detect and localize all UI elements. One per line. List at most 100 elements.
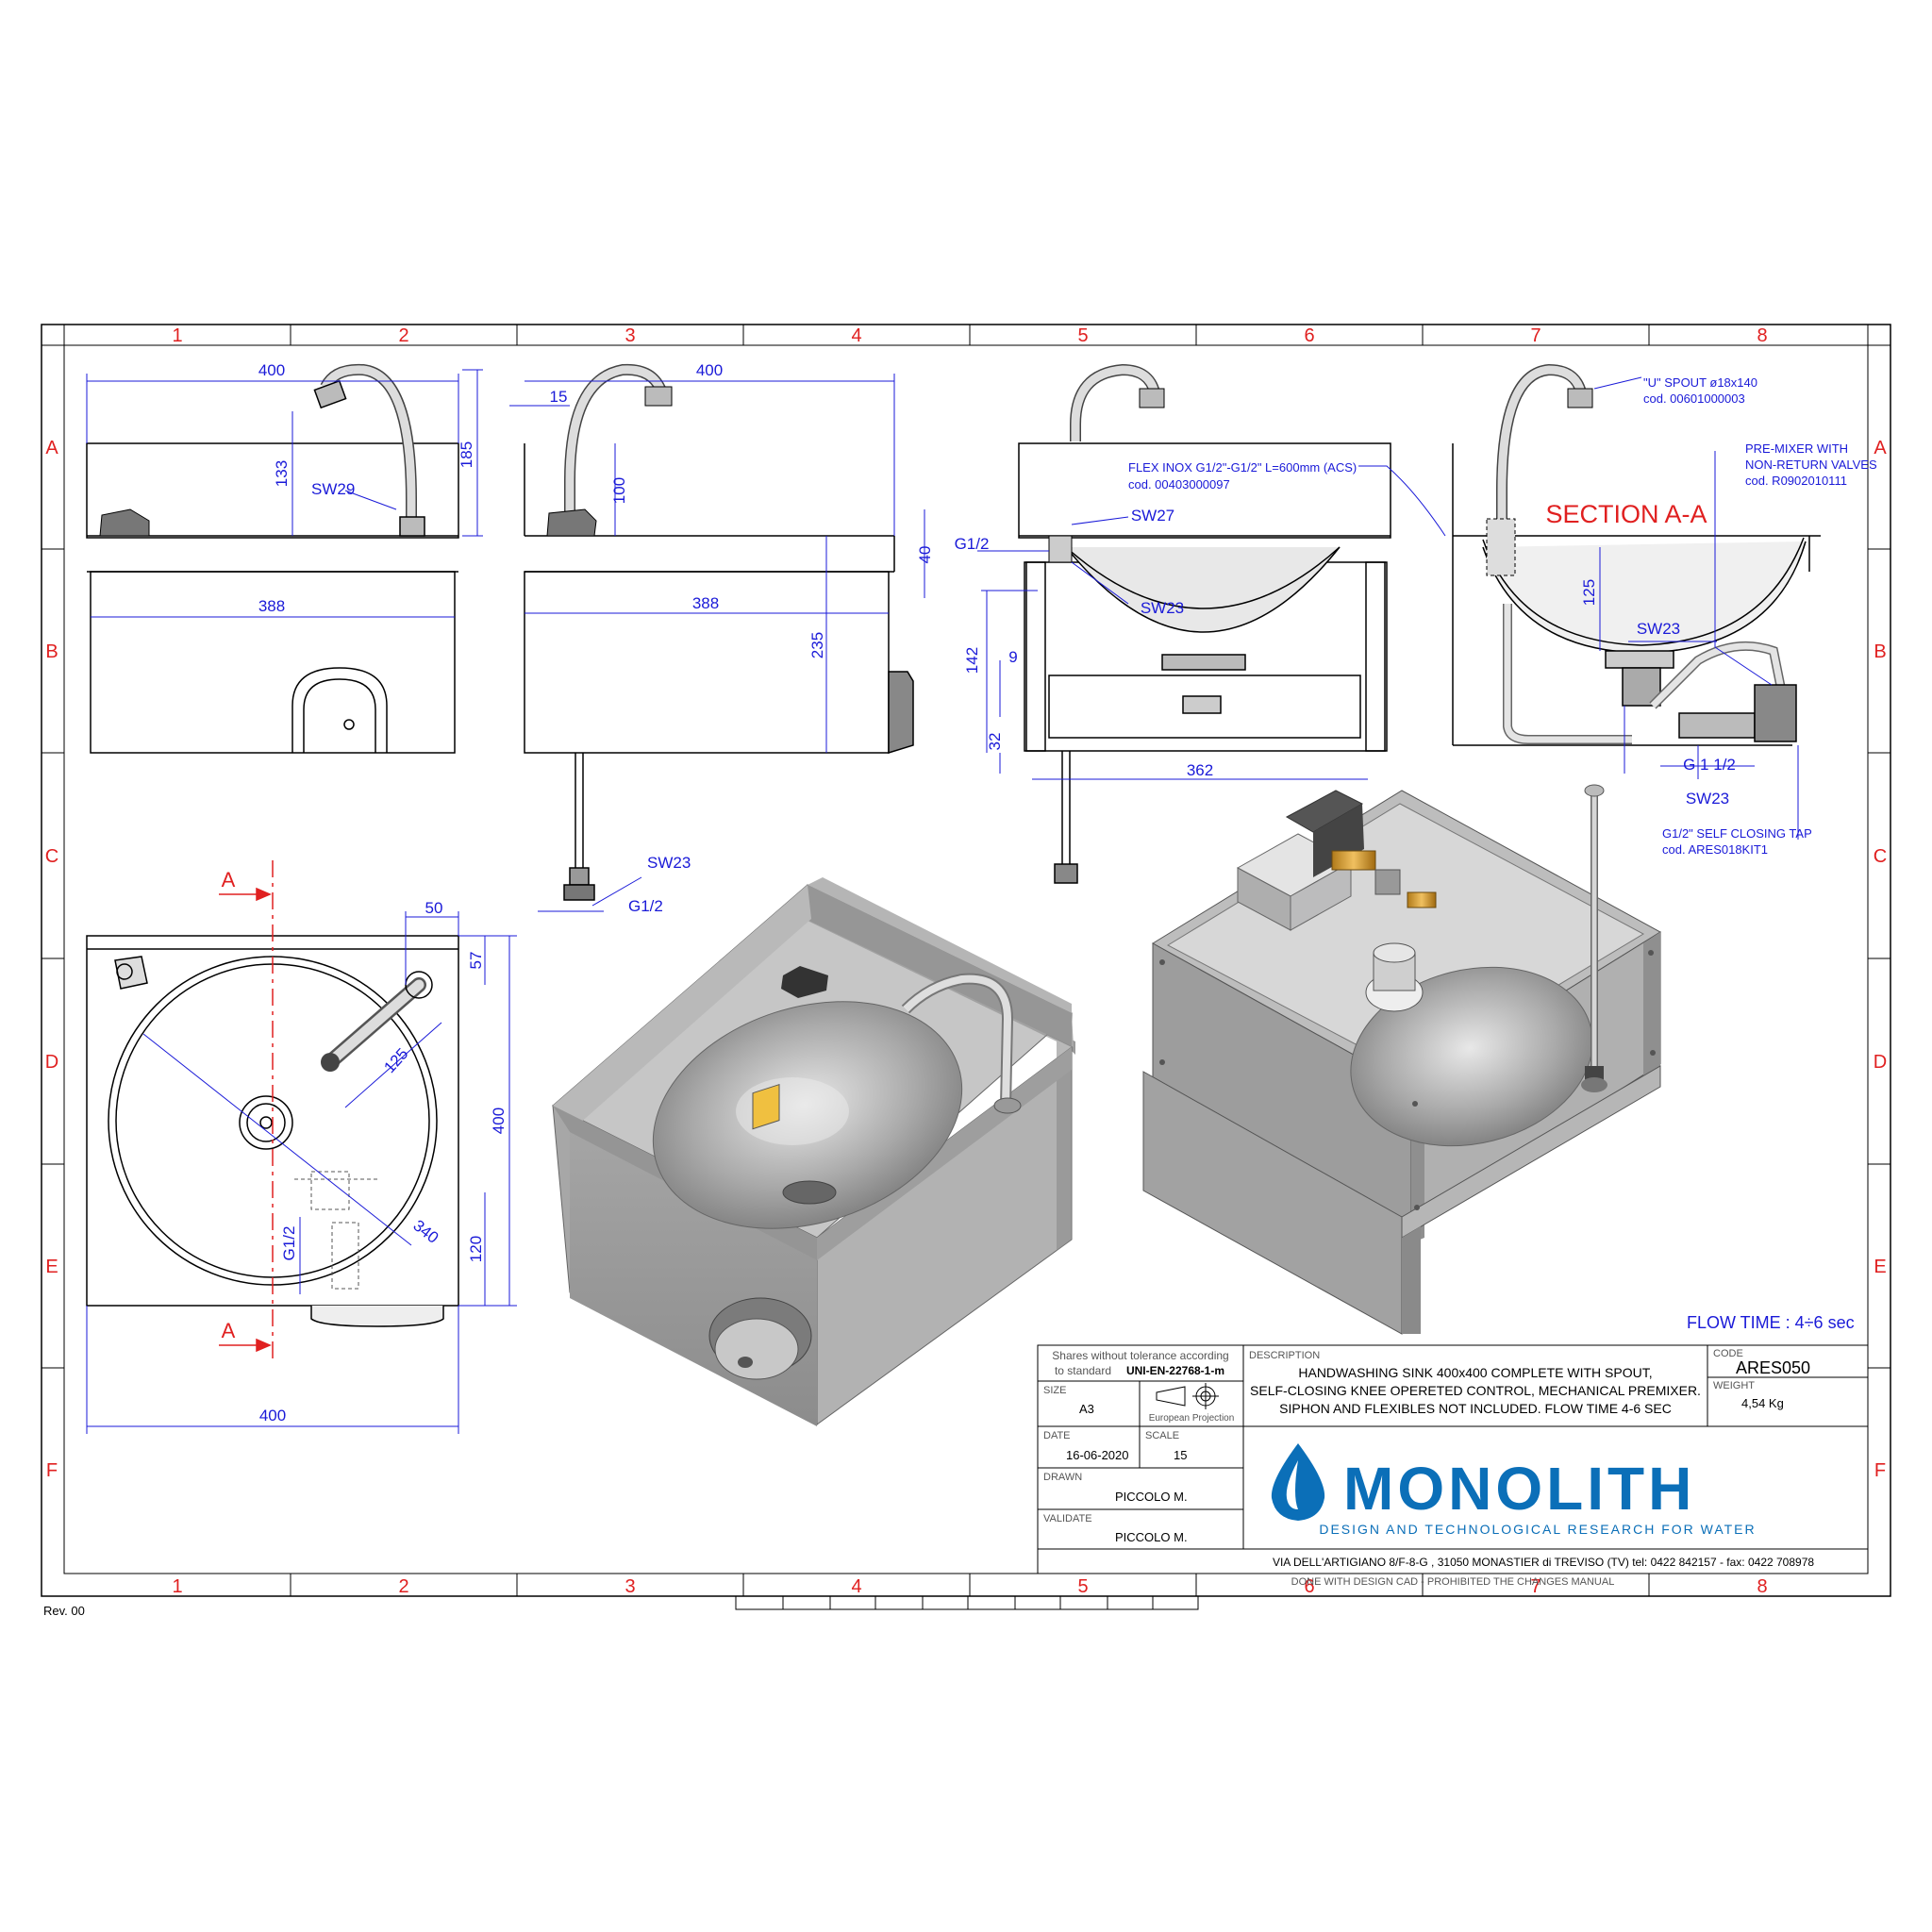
grid-col-7: 7 xyxy=(1530,325,1541,346)
section-sw23-bottom: SW23 xyxy=(1686,790,1729,808)
section-g112: G 1 1/2 xyxy=(1683,756,1736,774)
rear-g12: G1/2 xyxy=(955,535,990,553)
grid-row-b: B xyxy=(45,641,58,662)
tap-note-line1: G1/2" SELF CLOSING TAP xyxy=(1662,826,1812,841)
date-value: 16-06-2020 xyxy=(1066,1448,1129,1462)
spout-note-line2: cod. 00601000003 xyxy=(1643,391,1745,406)
rear-dim-142: 142 xyxy=(963,647,981,674)
rear-spout xyxy=(1048,363,1165,563)
grid-col-3-bottom: 3 xyxy=(625,1576,635,1597)
tolerance-standard: UNI-EN-22768-1-m xyxy=(1126,1364,1224,1377)
title-block-text: Shares without tolerance according to st… xyxy=(1043,1348,1814,1588)
spout-note-line1: "U" SPOUT ø18x140 xyxy=(1643,375,1757,390)
grid-col-5: 5 xyxy=(1077,325,1088,346)
rear-view: G1/2 SW27 SW23 142 9 32 362 FLEX INOX G1… xyxy=(955,363,1446,884)
code-value: ARES050 xyxy=(1736,1358,1810,1377)
scale-value: 15 xyxy=(1174,1448,1187,1462)
grid-labels-bottom: 1 2 3 4 5 6 7 8 xyxy=(172,1576,1767,1597)
grid-row-c: C xyxy=(45,846,58,867)
weight-label: WEIGHT xyxy=(1713,1380,1755,1391)
description-line3: SIPHON AND FLEXIBLES NOT INCLUDED. FLOW … xyxy=(1279,1401,1672,1416)
brand-name: MONOLITH xyxy=(1343,1455,1695,1523)
grid-row-f-right: F xyxy=(1874,1460,1886,1481)
grid-col-4: 4 xyxy=(851,325,861,346)
section-mark-bottom: A xyxy=(222,1319,236,1342)
grid-row-a-right: A xyxy=(1874,438,1887,458)
grid-col-6: 6 xyxy=(1304,325,1314,346)
top-dimension-lines xyxy=(86,911,517,1434)
top-dim-340: 340 xyxy=(409,1216,441,1246)
top-g12: G1/2 xyxy=(280,1226,298,1261)
top-dim-50: 50 xyxy=(425,899,443,917)
grid-col-7-bottom: 7 xyxy=(1530,1576,1541,1597)
grid-column-dividers xyxy=(290,325,1650,1596)
section-title: SECTION A-A xyxy=(1545,500,1707,528)
grid-col-4-bottom: 4 xyxy=(851,1576,861,1597)
flex-note-line2: cod. 00403000097 xyxy=(1128,477,1230,491)
front-dim-133: 133 xyxy=(273,460,291,487)
top-dim-400-vertical: 400 xyxy=(490,1108,508,1134)
section-cut-line xyxy=(219,860,274,1358)
grid-row-dividers xyxy=(42,344,1890,1369)
front-sw29: SW29 xyxy=(311,480,355,498)
grid-col-8-bottom: 8 xyxy=(1757,1576,1767,1597)
grid-row-d-right: D xyxy=(1874,1052,1887,1073)
grid-col-5-bottom: 5 xyxy=(1077,1576,1088,1597)
section-dim-125: 125 xyxy=(1580,579,1598,606)
side-view: 400 15 100 40 388 235 SW23 G1/2 xyxy=(509,361,934,915)
top-hidden-piping xyxy=(294,1171,377,1290)
top-spout xyxy=(321,971,433,1072)
description-line1: HANDWASHING SINK 400x400 COMPLETE WITH S… xyxy=(1298,1365,1652,1380)
rear-dim-9: 9 xyxy=(1008,648,1017,666)
grid-row-d: D xyxy=(45,1052,58,1073)
top-dim-57: 57 xyxy=(467,952,485,970)
front-dim-width: 400 xyxy=(258,361,285,379)
grid-row-b-right: B xyxy=(1874,641,1886,662)
front-view: 400 185 133 SW29 388 xyxy=(86,361,483,754)
flex-note-line1: FLEX INOX G1/2"-G1/2" L=600mm (ACS) xyxy=(1128,460,1357,475)
grid-labels-right: A B C D E F xyxy=(1874,438,1888,1481)
grid-col-6-bottom: 6 xyxy=(1304,1576,1314,1597)
rear-sw23: SW23 xyxy=(1141,599,1184,617)
rear-sw27: SW27 xyxy=(1131,507,1174,525)
revision-label: Rev. 00 xyxy=(43,1604,85,1618)
section-view: SECTION A-A 125 SW23 G 1 1/2 SW23 "U" SP… xyxy=(1452,363,1877,857)
grid-col-8: 8 xyxy=(1757,325,1767,346)
grid-col-1: 1 xyxy=(172,325,182,346)
front-dim-388: 388 xyxy=(258,597,285,615)
front-dimension-lines xyxy=(86,369,483,618)
description-line2: SELF-CLOSING KNEE OPERETED CONTROL, MECH… xyxy=(1250,1383,1701,1398)
drawn-value: PICCOLO M. xyxy=(1115,1490,1188,1504)
tolerance-line1: Shares without tolerance according xyxy=(1052,1349,1228,1362)
drawn-label: DRAWN xyxy=(1043,1472,1082,1483)
rear-dim-362: 362 xyxy=(1187,761,1213,779)
tap-note-line2: cod. ARES018KIT1 xyxy=(1662,842,1768,857)
grid-labels-top: 1 2 3 4 5 6 7 8 xyxy=(172,325,1767,346)
grid-row-c-right: C xyxy=(1874,846,1887,867)
projection-label: European Projection xyxy=(1149,1413,1235,1424)
size-value: A3 xyxy=(1079,1402,1094,1416)
premixer-note-line1: PRE-MIXER WITH xyxy=(1745,441,1848,456)
section-spout xyxy=(1486,363,1593,576)
premixer-note-line3: cod. R0902010111 xyxy=(1745,474,1847,488)
side-dim-235: 235 xyxy=(808,632,826,658)
side-dim-15: 15 xyxy=(550,388,568,406)
tolerance-line2: to standard xyxy=(1055,1364,1111,1377)
grid-col-2-bottom: 2 xyxy=(398,1576,408,1597)
side-spout xyxy=(546,363,673,537)
isometric-sink-view xyxy=(552,877,1075,1426)
validate-label: VALIDATE xyxy=(1043,1513,1092,1524)
revision-table xyxy=(735,1595,1199,1610)
front-spout xyxy=(313,363,425,537)
footer-notice: DONE WITH DESIGN CAD - PROHIBITED THE CH… xyxy=(1291,1576,1615,1588)
grid-row-f: F xyxy=(46,1460,58,1481)
validate-value: PICCOLO M. xyxy=(1115,1530,1188,1544)
grid-col-1-bottom: 1 xyxy=(172,1576,182,1597)
monolith-logo-drop-icon xyxy=(1271,1443,1325,1521)
description-label: DESCRIPTION xyxy=(1249,1350,1320,1361)
isometric-frame-view xyxy=(1142,784,1661,1335)
brand-tagline: DESIGN AND TECHNOLOGICAL RESEARCH FOR WA… xyxy=(1319,1522,1756,1537)
side-dim-400: 400 xyxy=(696,361,723,379)
side-dim-40: 40 xyxy=(916,546,934,564)
top-dim-400-horizontal: 400 xyxy=(259,1407,286,1424)
